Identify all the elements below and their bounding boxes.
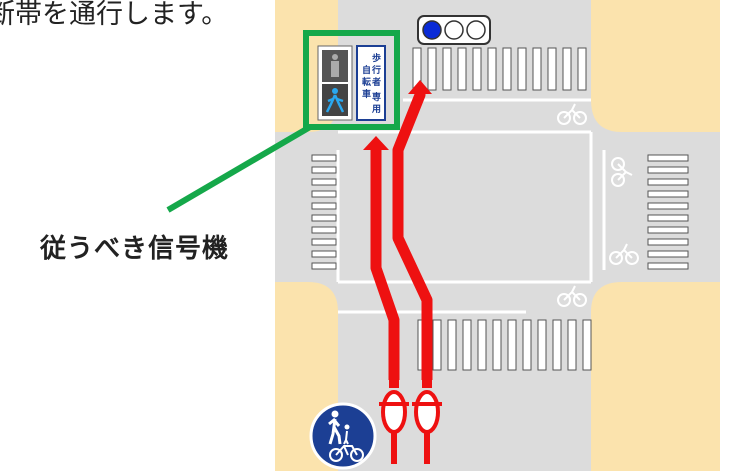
sign-plate-col2-2: 者 — [371, 76, 381, 88]
crosswalk-right — [647, 154, 689, 270]
sign-plate-col1-1: 転 — [362, 76, 371, 88]
signal-highlight-box — [303, 30, 400, 130]
traffic-signal-icon — [417, 15, 491, 45]
sign-plate: 自 転 車 歩 行 者 専 用 — [356, 45, 386, 121]
route-arrowhead-left — [363, 136, 389, 150]
sign-plate-col2-0: 歩 — [372, 52, 381, 64]
crosswalk-top — [412, 47, 587, 91]
route-arrowhead-right — [408, 80, 432, 94]
cyclist-icon — [412, 378, 442, 464]
sign-plate-col1-2: 車 — [362, 88, 371, 100]
cyclist-route-left — [370, 148, 400, 380]
sign-plate-col2-4: 用 — [371, 104, 381, 115]
pedestrian-bicycle-sign-icon — [309, 402, 377, 470]
callout-pointer-line — [166, 124, 312, 213]
cyclist-route-right — [392, 89, 433, 380]
crosswalk-left — [311, 154, 337, 270]
sign-plate-col2-1: 行 — [371, 64, 381, 76]
horizontal-road — [275, 132, 720, 282]
bicycle-marking-icon — [557, 103, 639, 307]
pedestrian-signal-icon — [317, 45, 353, 121]
sign-plate-col1-0: 自 — [362, 64, 371, 76]
callout-label: 従うべき信号機 — [40, 234, 230, 264]
header-text: 断帯を通行します。 — [0, 0, 229, 30]
sign-plate-col2-3: 専 — [372, 91, 381, 103]
cyclist-icon — [379, 378, 409, 464]
